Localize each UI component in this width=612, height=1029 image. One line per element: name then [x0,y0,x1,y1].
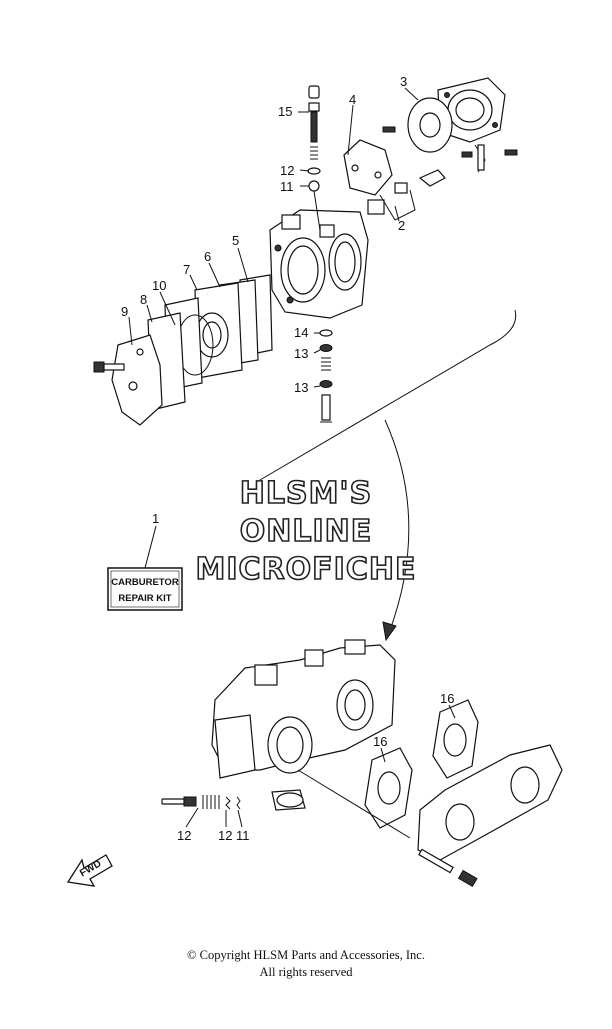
callout-5: 5 [232,233,239,248]
callout-12-lower-right: 12 [218,828,232,843]
callout-2: 2 [398,218,405,233]
callout-leaders [128,87,456,828]
copyright-line1: © Copyright HLSM Parts and Accessories, … [187,948,425,962]
lower-carburetor-assembly [211,639,396,811]
callout-10: 10 [152,278,166,293]
callout-15: 15 [278,104,292,119]
callout-numbers: 3 4 15 12 11 2 5 6 7 10 8 9 14 13 13 1 1… [121,74,454,843]
copyright-line2: All rights reserved [259,965,353,979]
callout-6: 6 [204,249,211,264]
forward-arrow-icon: FWD [66,854,113,887]
lower-needle-parts [161,795,241,810]
callout-11-lower: 11 [236,828,250,843]
throttle-cover-plate [343,139,393,196]
intake-gaskets-manifold [297,699,563,888]
callout-16-lower: 16 [373,734,387,749]
callout-16-upper: 16 [440,691,454,706]
pump-cover-bolt [93,361,125,373]
pump-gaskets [164,274,273,391]
needle-valve-lever [367,169,446,221]
fuel-pump-cover [111,334,163,426]
carburetor-body-upper [269,209,369,319]
callout-1: 1 [152,511,159,526]
watermark-line2: ONLINE [240,514,373,549]
callout-11-upper: 11 [280,179,294,194]
pilot-screw-stack [307,85,321,231]
assembly-flow-arrow [259,309,517,481]
callout-12-upper: 12 [280,163,294,178]
repair-kit-line2: REPAIR KIT [118,593,171,604]
callout-4: 4 [349,92,356,107]
diaphragm-cover [437,77,506,143]
watermark-line3: MICROFICHE [196,552,417,587]
callout-14: 14 [294,325,308,340]
main-needle-stack [319,329,333,423]
assembly-flow-arrow-curve [384,419,410,631]
callout-13-upper: 13 [294,346,308,361]
watermark: HLSM'S ONLINE MICROFICHE [195,475,417,588]
repair-kit-line1: CARBURETOR [111,577,179,588]
callout-3: 3 [400,74,407,89]
callout-8: 8 [140,292,147,307]
upper-exploded-assembly [93,77,518,426]
callout-7: 7 [183,262,190,277]
callout-9: 9 [121,304,128,319]
callout-13-lower: 13 [294,380,308,395]
carburetor-repair-kit-label: CARBURETOR REPAIR KIT [107,567,183,611]
diaphragm-screws [382,126,518,173]
callout-12-lower-left: 12 [177,828,191,843]
watermark-line1: HLSM'S [240,476,372,511]
